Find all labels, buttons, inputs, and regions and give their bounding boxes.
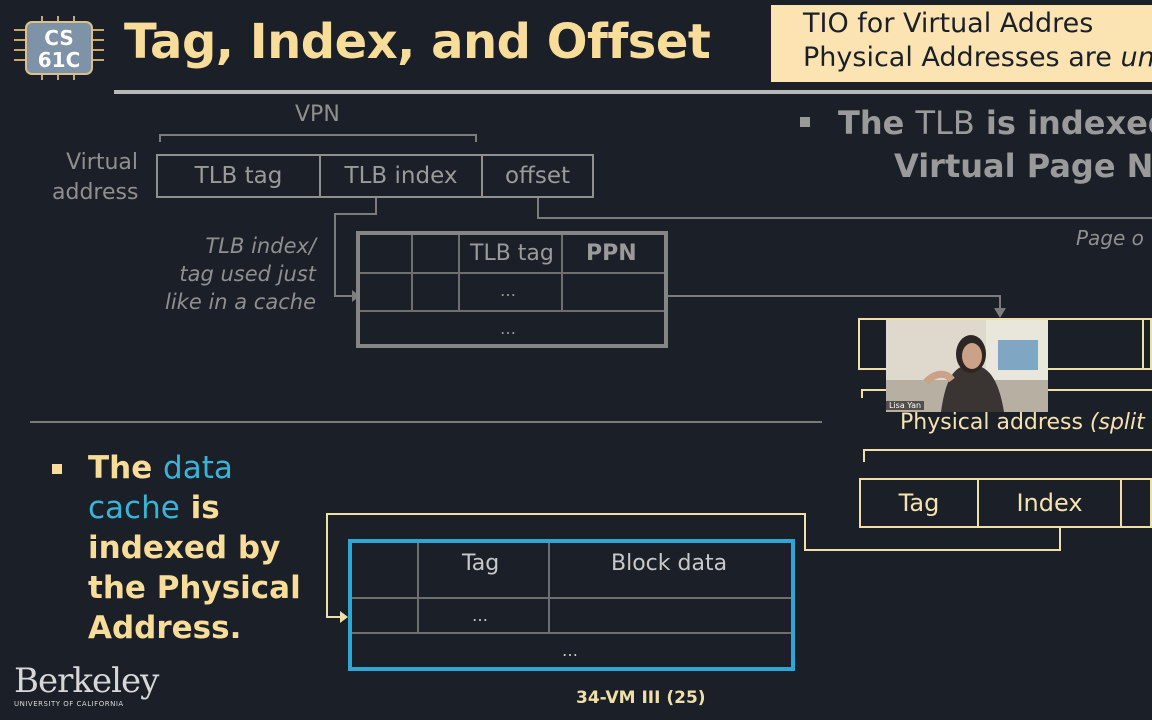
tlb-bullet-text-b: TLB xyxy=(915,104,975,142)
tlb-bullet-text-a: The xyxy=(838,104,916,142)
tlb-bottom-ellipsis: … xyxy=(500,319,516,338)
tlb-bullet-text-c: is indexed b xyxy=(985,104,1152,142)
offset-line xyxy=(537,198,1152,219)
tlb-index-arrow xyxy=(334,198,377,297)
tlb-note: TLB index/ tag used just like in a cache xyxy=(150,232,316,316)
callout-box: TIO for Virtual Addres Physical Addresse… xyxy=(771,5,1152,82)
tlb-bullet-line2: Virtual Page Nu xyxy=(894,147,1152,185)
slide-number: 34-VM III (25) xyxy=(576,688,706,708)
page-offset-label: Page o xyxy=(1076,226,1144,250)
bullet-square-icon xyxy=(800,117,810,127)
cache-row-ellipsis: … xyxy=(472,606,488,625)
tlb-row-ellipsis: … xyxy=(500,281,516,300)
field-tlb-tag: TLB tag xyxy=(158,156,321,196)
data-bullet-line4: the Physical xyxy=(88,570,301,606)
tlb-header-tag: TLB tag xyxy=(470,241,554,266)
logo-line1: CS xyxy=(44,26,73,50)
berkeley-logo: Berkeley xyxy=(14,661,159,701)
va-label-line1: Virtual xyxy=(66,150,138,175)
data-bullet-text-c: cache xyxy=(88,490,180,526)
tlb-grid xyxy=(360,235,664,312)
field-tlb-index: TLB index xyxy=(321,156,483,196)
index-arrow xyxy=(326,513,1061,618)
pa-label-text: Physical address xyxy=(900,410,1083,435)
virtual-address-box: TLB tag TLB index offset xyxy=(156,154,594,198)
pa-brace xyxy=(863,449,1152,462)
data-bullet-text-d: is xyxy=(179,490,220,526)
virtual-address-label: Virtual address xyxy=(52,148,138,208)
data-cache-table: Tag Block data … … xyxy=(348,539,795,671)
slide-title: Tag, Index, and Offset xyxy=(124,14,711,70)
video-participant-name: Lisa Yan xyxy=(886,401,925,410)
physical-address-box: Tag Index xyxy=(859,478,1152,528)
vpn-label: VPN xyxy=(295,102,340,127)
presenter-image xyxy=(886,320,1048,412)
physical-address-label: Physical address (split tv xyxy=(900,410,1152,435)
video-thumbnail[interactable] xyxy=(886,320,1048,412)
berkeley-logo-subtitle: UNIVERSITY OF CALIFORNIA xyxy=(14,700,124,708)
tlb-note-line1: TLB index/ xyxy=(205,234,316,258)
tlb-note-line3: like in a cache xyxy=(165,290,316,314)
logo-line2: 61C xyxy=(38,48,81,72)
cache-grid xyxy=(352,543,791,634)
va-label-line2: address xyxy=(52,180,139,205)
vpn-brace xyxy=(159,134,477,142)
callout-line2-text: Physical Addresses are xyxy=(803,42,1121,73)
callout-line1: TIO for Virtual Addres xyxy=(803,8,1094,39)
callout-line2-emphasis: un xyxy=(1120,42,1152,73)
tlb-header-ppn: PPN xyxy=(586,241,637,266)
field-offset: offset xyxy=(504,163,571,189)
data-cache-bullet: The data cache is indexed by the Physica… xyxy=(52,448,301,648)
pa-label-emphasis: (split tv xyxy=(1089,410,1152,435)
ppn-arrowhead xyxy=(994,308,1006,318)
cache-header-block-data: Block data xyxy=(611,551,728,576)
tlb-note-line2: tag used just xyxy=(179,262,316,286)
tlb-bullet: The TLB is indexed b Virtual Page Nu xyxy=(800,102,1152,188)
data-bullet-text-a: The xyxy=(88,450,164,486)
pa-top-brace xyxy=(861,389,1152,398)
cache-arrowhead xyxy=(340,611,348,623)
tlb-table: TLB tag PPN … … xyxy=(356,231,668,348)
pa-field-tag: Tag xyxy=(861,480,979,526)
section-divider xyxy=(30,421,822,423)
cache-bottom-ellipsis: … xyxy=(562,641,578,660)
title-rule xyxy=(114,90,1152,94)
ppn-arrow xyxy=(668,295,1001,312)
pa-field-index: Index xyxy=(979,480,1122,526)
data-bullet-line3: indexed by xyxy=(88,530,281,566)
cache-header-tag: Tag xyxy=(462,551,500,576)
data-bullet-text-b: data xyxy=(163,450,233,486)
bullet-square-icon xyxy=(52,464,62,474)
callout-line2: Physical Addresses are un xyxy=(803,41,1152,75)
data-bullet-line5: Address. xyxy=(88,610,242,646)
cs61c-logo: CS 61C xyxy=(14,16,104,80)
